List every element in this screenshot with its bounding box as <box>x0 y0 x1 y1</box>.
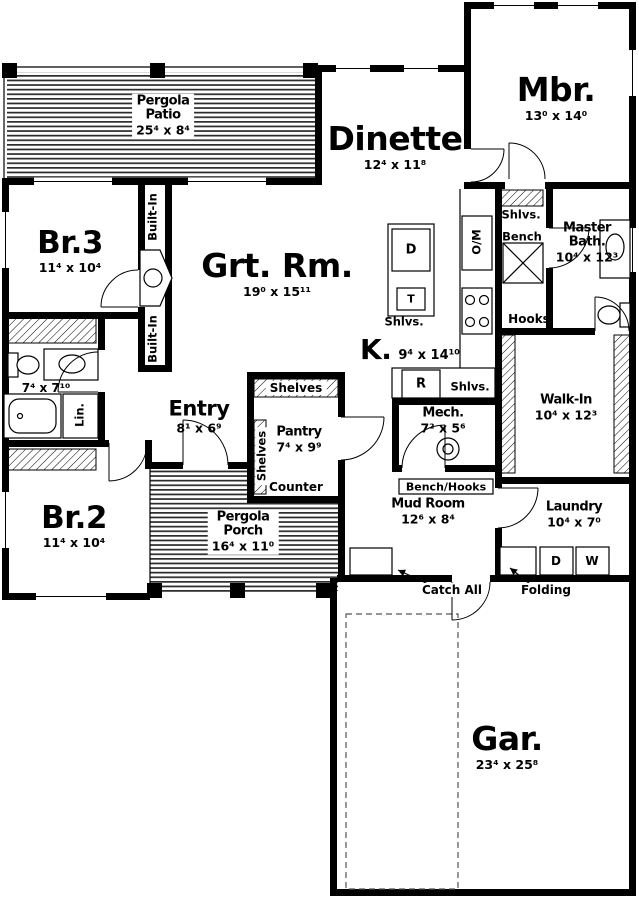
room-name: Pantry <box>276 424 322 440</box>
label-washer: W <box>585 554 599 568</box>
label-counter: Counter <box>269 480 323 494</box>
label-dryer: D <box>551 554 561 568</box>
mudroom-laundry-fixtures <box>349 478 610 576</box>
room-label-br3: Br.3 11⁴ x 10⁴ <box>37 225 103 276</box>
label-shlvs-master: Shlvs. <box>501 207 541 222</box>
room-label-laundry: Laundry 10⁴ x 7⁰ <box>545 499 603 530</box>
room-name: Mud Room <box>391 496 465 512</box>
label-shlvs-island: Shlvs. <box>384 314 424 329</box>
room-dim: 7² x 5⁶ <box>420 420 466 436</box>
label-built-in-upper: Built-In <box>145 193 160 241</box>
room-label-mech: Mech. 7² x 5⁶ <box>420 405 466 436</box>
label-catch-all: Catch All <box>418 583 486 597</box>
room-label-pergola-patio: Pergola Patio 25⁴ x 8⁴ <box>132 93 194 139</box>
room-dim: 10⁴ x 7⁰ <box>547 514 601 530</box>
label-range: R <box>415 376 427 392</box>
kitchen-fixtures <box>387 189 496 399</box>
room-label-kitchen: K. 9⁴ x 14¹⁰ <box>360 332 460 366</box>
room-dim: 11⁴ x 10⁴ <box>42 535 106 551</box>
room-dim: 23⁴ x 25⁸ <box>475 756 539 772</box>
room-name: Pergola Patio <box>136 93 190 123</box>
room-name: Walk-In <box>540 392 592 408</box>
bath-fixtures <box>3 348 99 439</box>
room-dim: 13⁰ x 14⁰ <box>524 107 588 123</box>
label-hooks: Hooks <box>508 312 550 326</box>
room-dim: 19⁰ x 15¹¹ <box>243 283 311 299</box>
label-oven-microwave: O/M <box>469 229 484 255</box>
room-dim: 7⁴ x 9⁹ <box>276 439 322 455</box>
room-dim: 8¹ x 6⁹ <box>176 420 222 436</box>
room-name: Laundry <box>545 499 603 515</box>
room-label-master-bath: Master Bath. 10⁴ x 12³ <box>555 220 619 265</box>
label-dishwasher: D <box>405 242 417 258</box>
room-dim: 10⁴ x 12³ <box>555 249 619 265</box>
room-label-br2: Br.2 11⁴ x 10⁴ <box>41 500 107 551</box>
water-heater <box>436 437 460 461</box>
label-shlvs-range: Shlvs. <box>450 379 490 394</box>
room-label-mbr: Mbr. 13⁰ x 14⁰ <box>517 72 596 122</box>
room-label-entry: Entry 8¹ x 6⁹ <box>169 397 230 434</box>
windows <box>1 1 637 601</box>
fireplace <box>139 249 173 307</box>
room-name: K. <box>360 332 392 366</box>
garage-dashed-area <box>345 613 459 890</box>
label-bench: Bench <box>502 229 542 244</box>
room-label-bath: 7⁴ x 7¹⁰ <box>22 381 71 395</box>
label-built-in-lower: Built-In <box>145 315 160 363</box>
room-label-dinette: Dinette 12⁴ x 11⁸ <box>327 118 463 172</box>
room-name: Mbr. <box>516 69 596 109</box>
room-name: Gar. <box>471 718 543 758</box>
room-name: Master Bath. <box>563 220 611 250</box>
room-dim: 11⁴ x 10⁴ <box>38 260 102 276</box>
room-name: Pergola Porch <box>216 509 270 539</box>
annotation-arrows <box>397 567 531 585</box>
room-label-garage: Gar. 23⁴ x 25⁸ <box>471 718 543 772</box>
room-label-walk-in: Walk-In 10⁴ x 12³ <box>534 392 598 423</box>
room-dim: 12⁶ x 8⁴ <box>401 511 455 527</box>
label-linen: Lin. <box>72 403 87 427</box>
room-name: Br.2 <box>41 500 107 537</box>
room-dim: 16⁴ x 11⁰ <box>211 538 275 554</box>
door-swings <box>57 142 630 621</box>
label-shelves-top: Shelves <box>265 381 327 395</box>
label-trash: T <box>407 292 415 306</box>
room-dim: 7⁴ x 7¹⁰ <box>21 381 71 396</box>
label-bench-hooks: Bench/Hooks <box>405 480 487 494</box>
room-dim: 10⁴ x 12³ <box>534 407 598 423</box>
label-folding: Folding <box>517 583 575 597</box>
room-dim: 9⁴ x 14¹⁰ <box>398 347 460 363</box>
room-label-mud-room: Mud Room 12⁶ x 8⁴ <box>391 496 465 527</box>
room-dim: 12⁴ x 11⁸ <box>363 156 427 172</box>
room-label-great-room: Grt. Rm. 19⁰ x 15¹¹ <box>201 248 353 298</box>
label-shelves-side: Shelves <box>254 426 269 486</box>
room-name: Grt. Rm. <box>201 245 353 285</box>
room-dim: 25⁴ x 8⁴ <box>136 122 190 138</box>
room-name: Br.3 <box>37 225 103 262</box>
room-label-pergola-porch: Pergola Porch 16⁴ x 11⁰ <box>207 509 279 555</box>
room-label-pantry: Pantry 7⁴ x 9⁹ <box>276 424 322 455</box>
room-name: Dinette <box>327 118 463 158</box>
room-name: Entry <box>168 396 230 421</box>
thin-outlines <box>2 63 331 592</box>
room-name: Mech. <box>422 405 464 421</box>
